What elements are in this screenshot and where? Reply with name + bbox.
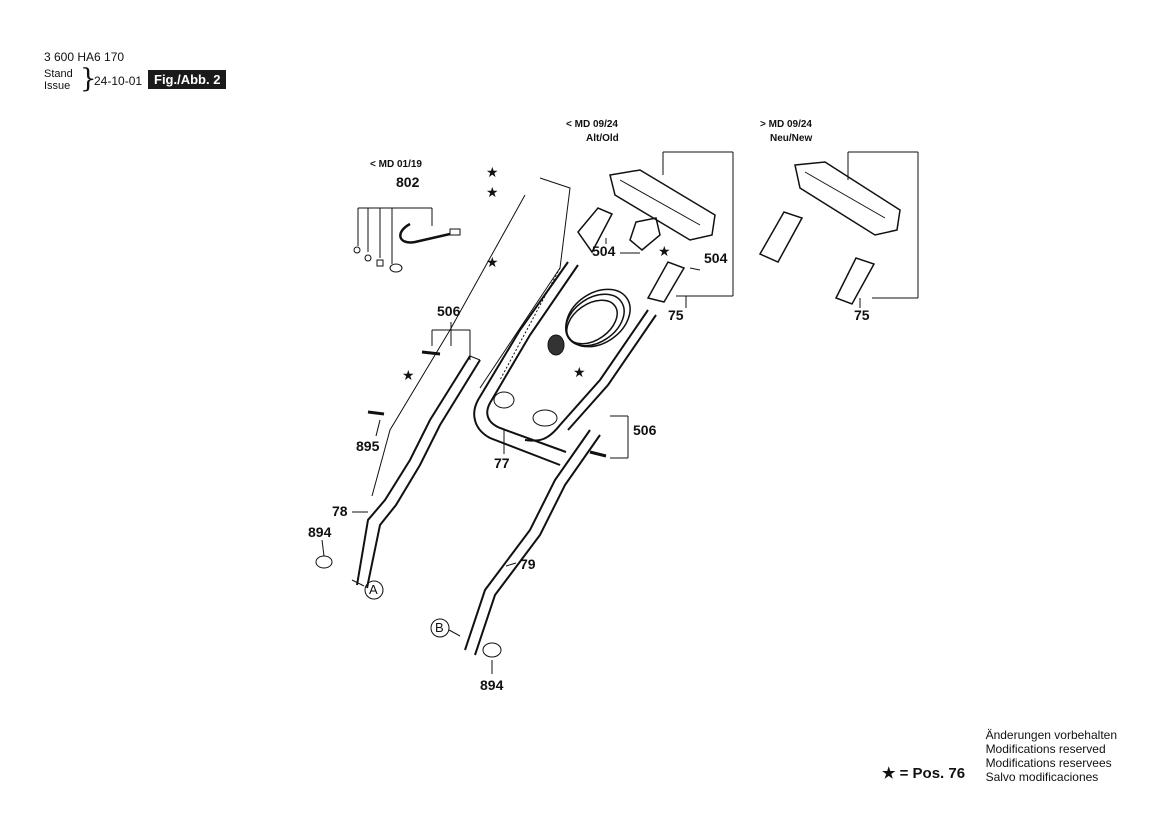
handle-77 [473,261,657,466]
stand-label: Stand [44,68,73,80]
star-icon: ★ [573,364,586,380]
ref-a: A [369,582,378,597]
handle-78 [356,355,481,589]
knob-894-right [482,642,502,658]
handle-79 [464,429,601,656]
drawing-number: 3 600 HA6 170 [44,50,125,64]
star-icon: ★ [658,243,671,259]
knob-894-left [315,555,333,569]
part-895: 895 [356,438,380,454]
part-802: 802 [396,174,420,190]
caption-md-0924-old: < MD 09/24 [566,119,618,130]
cable-set-802 [353,207,461,273]
control-box-new [758,151,919,305]
notice-en: Modifications reserved [985,742,1106,756]
issue-date: 24-10-01 [94,74,143,88]
caption-md-0924-new: > MD 09/24 [760,119,812,130]
control-box-old [577,151,734,303]
issue-label: Issue [44,80,71,92]
bowden-cable-b [371,194,526,497]
notice-fr: Modifications reservees [985,756,1112,770]
modifications-notice: Änderungen vorbehalten Modifications res… [986,728,1117,784]
figure-label: Fig./Abb. 2 [148,70,227,89]
star-icon: ★ [402,367,415,383]
part-77: 77 [494,455,510,471]
caption-new: Neu/New [770,133,813,144]
star-legend: ★ = Pos. 76 [882,765,966,782]
bowden-cable-a [479,177,571,389]
star-icon: ★ [486,164,499,180]
part-506-right: 506 [633,422,657,438]
part-504-right: 504 [704,250,728,266]
part-506-top: 506 [437,303,461,319]
caption-old: Alt/Old [586,133,619,144]
notice-de: Änderungen vorbehalten [985,728,1117,742]
brace-icon: } [80,64,97,94]
part-504-left: 504 [592,243,616,259]
part-78: 78 [332,503,348,519]
cord-bundle [547,288,631,356]
part-75-new: 75 [854,307,870,323]
star-icon: ★ [486,184,499,200]
part-894-right: 894 [480,677,504,693]
notice-es: Salvo modificaciones [985,770,1099,784]
part-79: 79 [520,556,536,572]
caption-md-0119: < MD 01/19 [370,159,422,170]
part-894-left: 894 [308,524,332,540]
knob-upper-left [493,391,515,409]
stand-issue-label: Stand Issue [44,68,73,92]
ref-b: B [435,620,444,635]
part-75-old: 75 [668,307,684,323]
knob-upper-right [532,409,558,427]
star-icon: ★ [486,254,499,270]
